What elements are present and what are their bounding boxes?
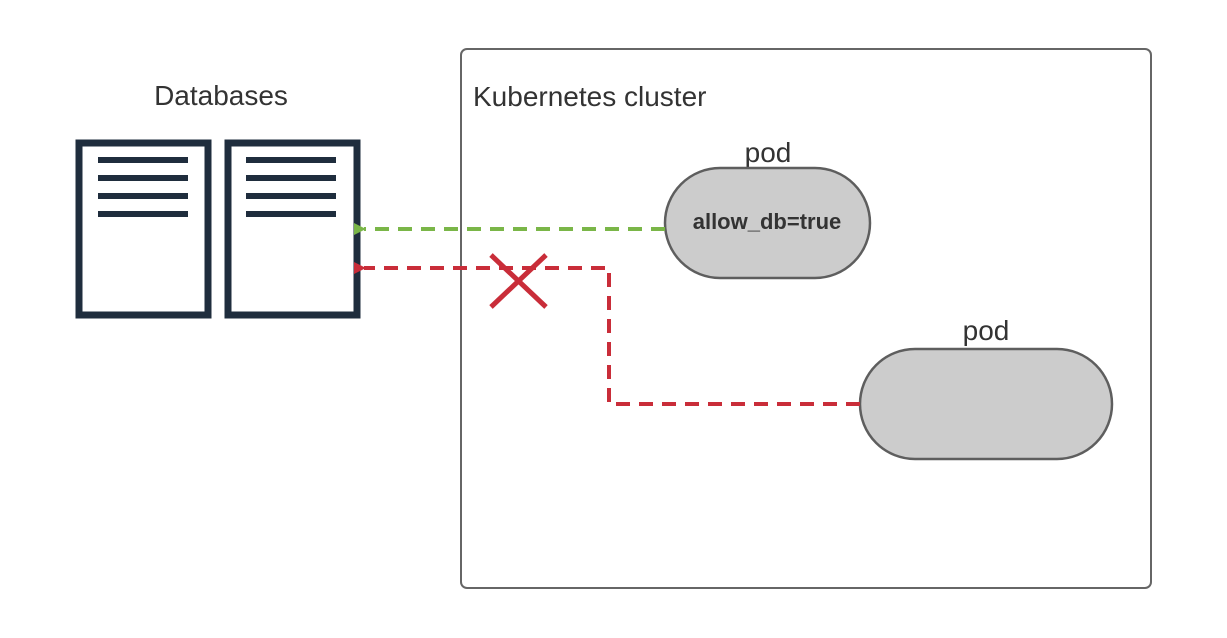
pod-tag: allow_db=true (693, 209, 842, 234)
blocked-connection-arrow (354, 262, 860, 406)
databases-label: Databases (154, 80, 288, 111)
pod-node[interactable] (663, 166, 872, 280)
cluster-label: Kubernetes cluster (473, 81, 706, 112)
pod-node[interactable] (858, 347, 1114, 461)
database-icon (224, 139, 361, 319)
x-icon (489, 253, 548, 309)
cluster-boundary (460, 48, 1152, 589)
database-icon (75, 139, 212, 319)
pod-label: pod (745, 137, 792, 168)
pod-label: pod (963, 315, 1010, 346)
